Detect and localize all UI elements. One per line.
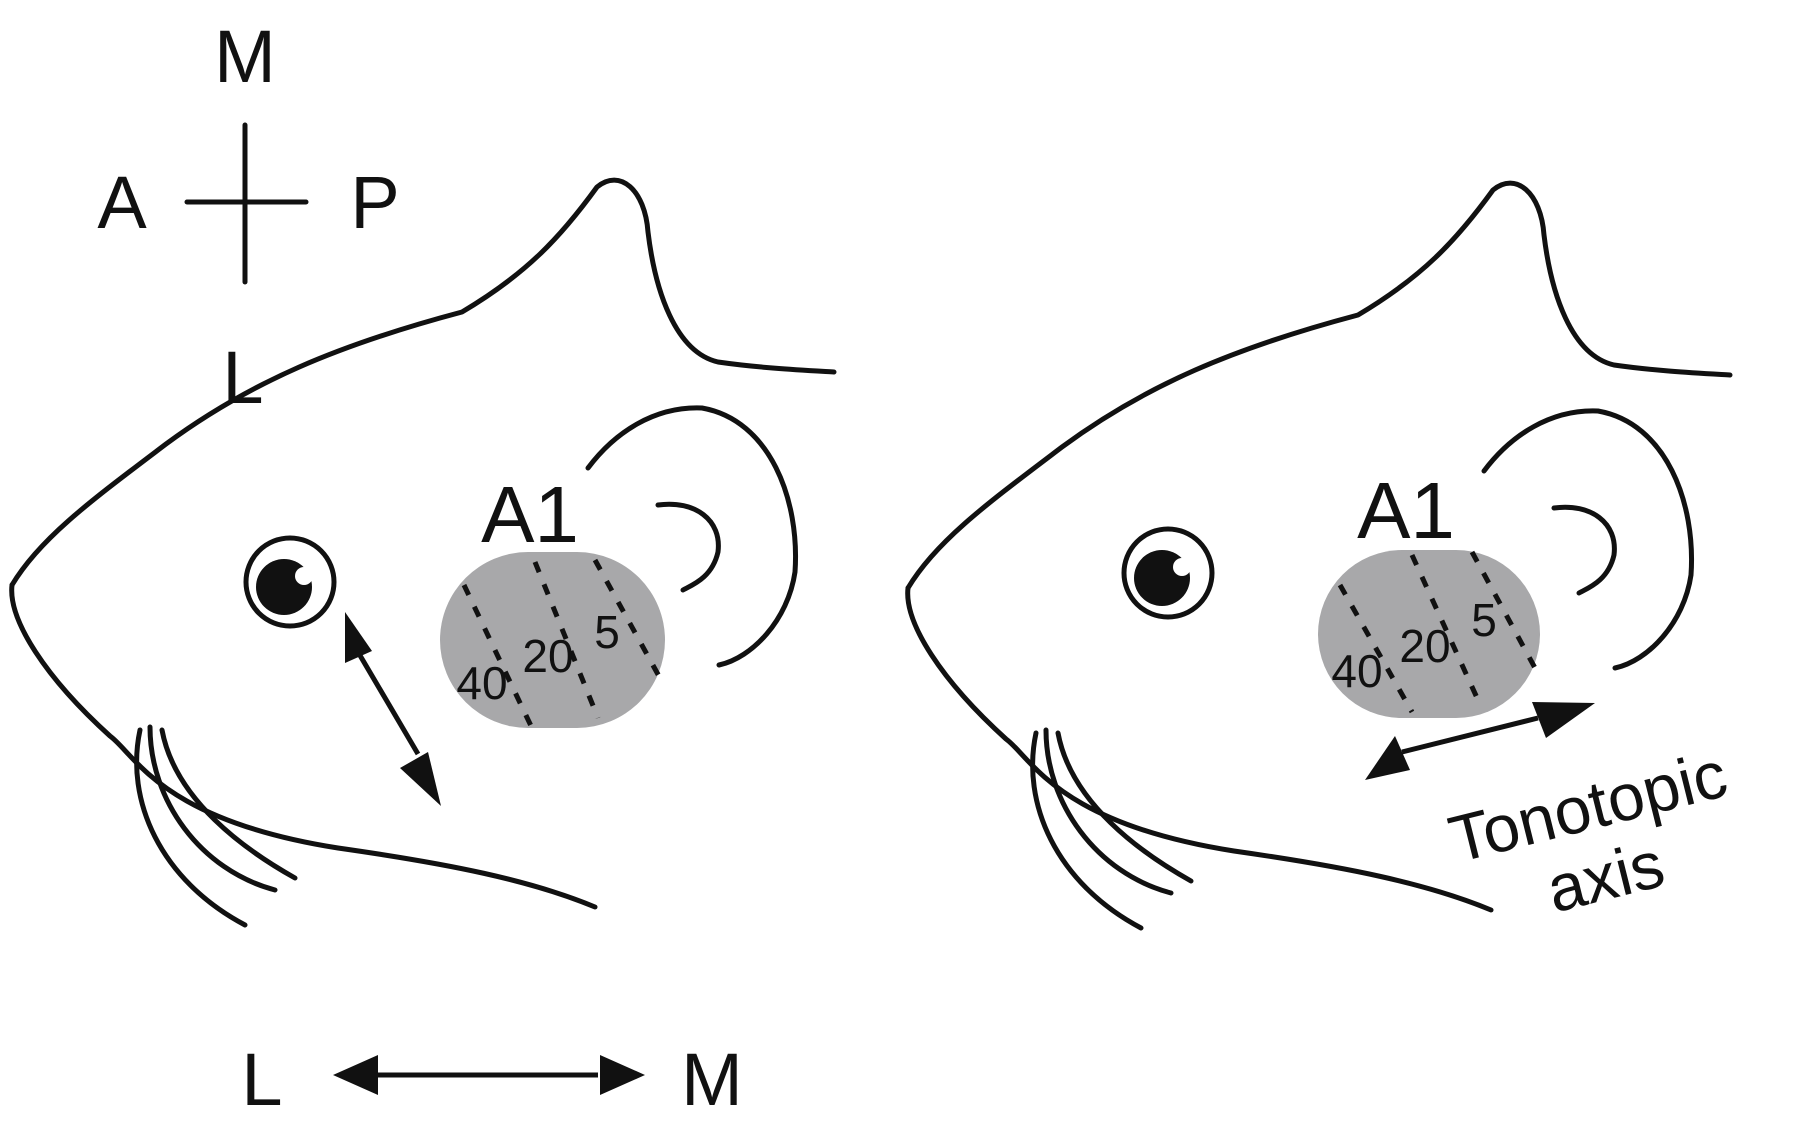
axis-right-arrowhead-icon (600, 1055, 645, 1095)
compass-anterior-label: A (97, 161, 147, 244)
compass-posterior-label: P (350, 161, 399, 244)
frequency-label-5: 5 (1471, 594, 1497, 646)
axis-left-arrowhead-icon (333, 1055, 378, 1095)
a1-region: 40 20 5 (1318, 550, 1540, 718)
left-panel: 40 20 5 A1 (12, 180, 834, 925)
a1-region: 40 20 5 (440, 552, 665, 730)
frequency-label-5: 5 (594, 606, 620, 658)
axis-medial-label: M (681, 1038, 743, 1121)
mouse-head-outline (12, 180, 834, 925)
frequency-label-20: 20 (1399, 620, 1450, 672)
lateral-medial-axis: L M (241, 1038, 742, 1121)
tonotopic-axis-arrow-icon (1365, 702, 1595, 780)
double-arrow-icon (345, 612, 441, 806)
region-label-a1: A1 (1357, 466, 1455, 555)
eye-icon (243, 535, 337, 629)
compass-lateral-label: L (222, 336, 263, 419)
right-panel: 40 20 5 A1 Tonotopic axis (908, 183, 1734, 946)
compass-medial-label: M (214, 15, 276, 98)
axis-lateral-label: L (241, 1038, 282, 1121)
region-label-a1: A1 (481, 470, 579, 559)
eye-icon (1121, 526, 1215, 620)
compass-rose: M A P L (97, 15, 399, 419)
frequency-label-40: 40 (456, 657, 507, 709)
frequency-label-20: 20 (522, 630, 573, 682)
frequency-label-40: 40 (1331, 645, 1382, 697)
